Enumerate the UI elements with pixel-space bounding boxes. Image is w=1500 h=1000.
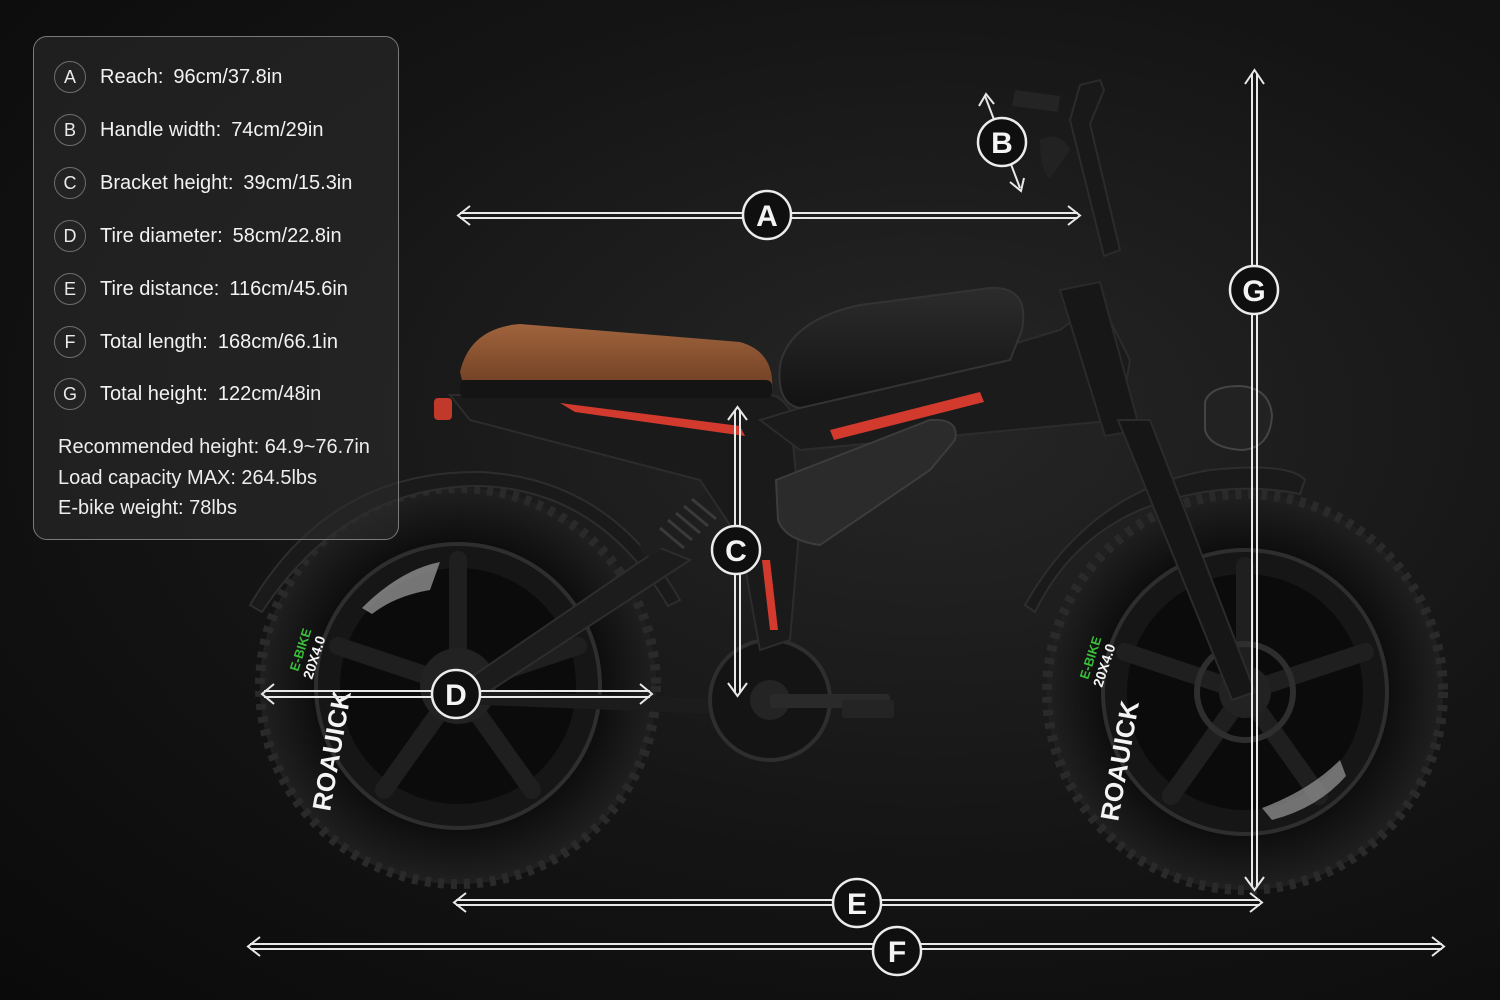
spec-value: 58cm/22.8in xyxy=(232,224,342,247)
front-fork xyxy=(1116,419,1257,702)
spec-value: 122cm/48in xyxy=(217,382,322,405)
marker-a: A xyxy=(741,189,793,241)
spec-badge: G xyxy=(54,378,86,410)
load-capacity-note: Load capacity MAX: 264.5lbs xyxy=(58,467,318,489)
marker-b: B xyxy=(976,116,1028,168)
spec-badge: D xyxy=(54,220,86,252)
svg-text:A: A xyxy=(756,200,778,233)
svg-text:F: F xyxy=(888,936,906,969)
spec-row-total-height: G Total height: 122cm/48in xyxy=(54,376,321,412)
spec-label: Reach: xyxy=(100,65,164,88)
headlight xyxy=(1204,384,1274,452)
spec-row-total-length: F Total length: 168cm/66.1in xyxy=(54,324,338,360)
spec-value: 168cm/66.1in xyxy=(217,330,338,353)
svg-text:D: D xyxy=(445,679,467,712)
spec-badge: C xyxy=(54,167,86,199)
spec-label: Total height: xyxy=(100,382,208,405)
frame-bag xyxy=(774,418,957,547)
marker-f: F xyxy=(871,925,923,977)
spec-badge: E xyxy=(54,273,86,305)
recommended-height-note: Recommended height: 64.9~76.7in xyxy=(58,436,370,458)
spec-label: Total length: xyxy=(100,330,208,353)
saddle xyxy=(460,324,773,390)
ebike-illustration: ROAUICK ROAUICK E-BIKE 20X4.0 E-BIKE 20X… xyxy=(248,78,1448,895)
spec-label: Tire distance: xyxy=(100,277,220,300)
spec-row-reach: A Reach: 96cm/37.8in xyxy=(54,59,282,95)
marker-d: D xyxy=(430,668,482,720)
spec-label: Bracket height: xyxy=(100,171,234,194)
spec-row-tire-distance: E Tire distance: 116cm/45.6in xyxy=(54,271,348,307)
spec-badge: F xyxy=(54,326,86,358)
marker-g: G xyxy=(1228,264,1280,316)
bike-weight-note: E-bike weight: 78lbs xyxy=(58,497,237,519)
svg-text:C: C xyxy=(725,535,747,568)
spec-value: 74cm/29in xyxy=(231,118,324,141)
svg-text:G: G xyxy=(1242,275,1265,308)
dimension-markers: A B C D E F G xyxy=(430,116,1280,977)
spec-badge: B xyxy=(54,114,86,146)
svg-text:E: E xyxy=(847,888,867,921)
spec-badge: A xyxy=(54,61,86,93)
handlebar xyxy=(1012,78,1122,258)
svg-text:B: B xyxy=(991,127,1013,160)
battery xyxy=(778,286,1025,410)
frame-accent-stripe xyxy=(560,403,745,436)
marker-c: C xyxy=(710,524,762,576)
spec-value: 116cm/45.6in xyxy=(229,277,348,300)
spec-panel: A Reach: 96cm/37.8in B Handle width: 74c… xyxy=(33,36,399,540)
spec-value: 39cm/15.3in xyxy=(243,171,353,194)
spec-label: Tire diameter: xyxy=(100,224,223,247)
spec-row-handle-width: B Handle width: 74cm/29in xyxy=(54,112,323,148)
spec-value: 96cm/37.8in xyxy=(173,65,283,88)
marker-e: E xyxy=(831,877,883,929)
arrowhead xyxy=(456,205,471,226)
spec-row-bracket-height: C Bracket height: 39cm/15.3in xyxy=(54,165,352,201)
spec-row-tire-diameter: D Tire diameter: 58cm/22.8in xyxy=(54,218,342,254)
spec-label: Handle width: xyxy=(100,118,222,141)
